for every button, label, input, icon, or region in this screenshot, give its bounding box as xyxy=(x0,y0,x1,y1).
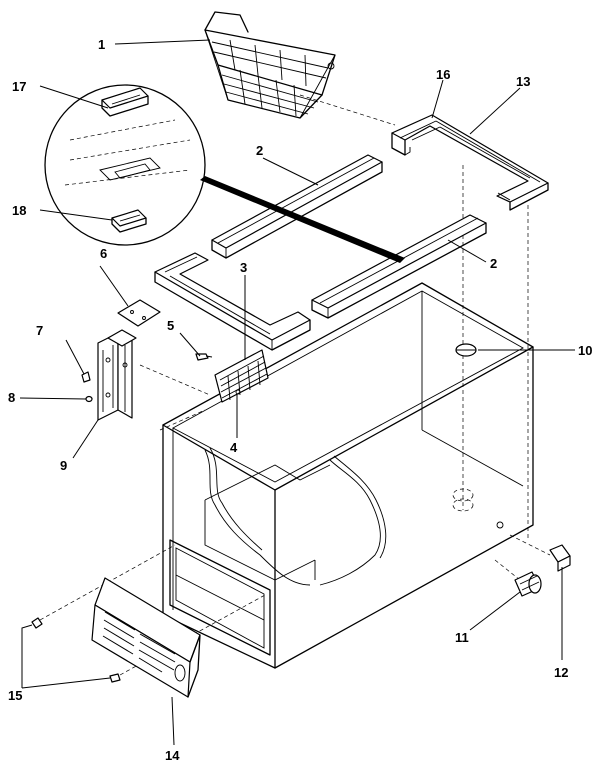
callout-2-lower: 2 xyxy=(490,256,497,271)
leader-lines xyxy=(19,39,575,746)
left-u-frame xyxy=(154,252,311,351)
callout-labels: 1 2 2 3 4 5 6 7 8 9 10 11 12 13 14 15 16… xyxy=(8,37,592,763)
circle-pointer-band xyxy=(200,176,405,263)
callout-14: 14 xyxy=(165,748,180,763)
valve-fitting xyxy=(514,571,542,597)
drain-cap xyxy=(549,544,571,572)
callout-4: 4 xyxy=(230,440,238,455)
callout-12: 12 xyxy=(554,665,568,680)
callout-3: 3 xyxy=(240,260,247,275)
thermostat-control xyxy=(214,349,269,403)
grille-screw-lower xyxy=(109,673,121,683)
callout-8: 8 xyxy=(8,390,15,405)
callout-7: 7 xyxy=(36,323,43,338)
callout-10: 10 xyxy=(578,343,592,358)
front-grille xyxy=(91,577,201,698)
callout-18: 18 xyxy=(12,203,26,218)
callout-16: 16 xyxy=(436,67,450,82)
callout-5: 5 xyxy=(167,318,174,333)
callout-2-upper: 2 xyxy=(256,143,263,158)
hinge-bracket xyxy=(97,329,137,421)
callout-9: 9 xyxy=(60,458,67,473)
grille-screw-upper xyxy=(31,617,43,629)
rail-upper xyxy=(211,154,383,259)
callout-6: 6 xyxy=(100,246,107,261)
callout-11: 11 xyxy=(455,630,469,645)
mounting-plate xyxy=(117,299,161,327)
cabinet-box xyxy=(162,282,534,669)
wire-basket xyxy=(204,11,336,119)
screw-7 xyxy=(81,371,91,383)
callout-17: 17 xyxy=(12,79,26,94)
rail-lower xyxy=(311,214,487,319)
screw-8 xyxy=(85,395,93,403)
top-frame xyxy=(391,114,549,211)
detail-circle xyxy=(44,84,206,246)
callout-13: 13 xyxy=(516,74,530,89)
drain-plug-disc xyxy=(455,343,477,357)
callout-1: 1 xyxy=(98,37,105,52)
callout-15: 15 xyxy=(8,688,22,703)
